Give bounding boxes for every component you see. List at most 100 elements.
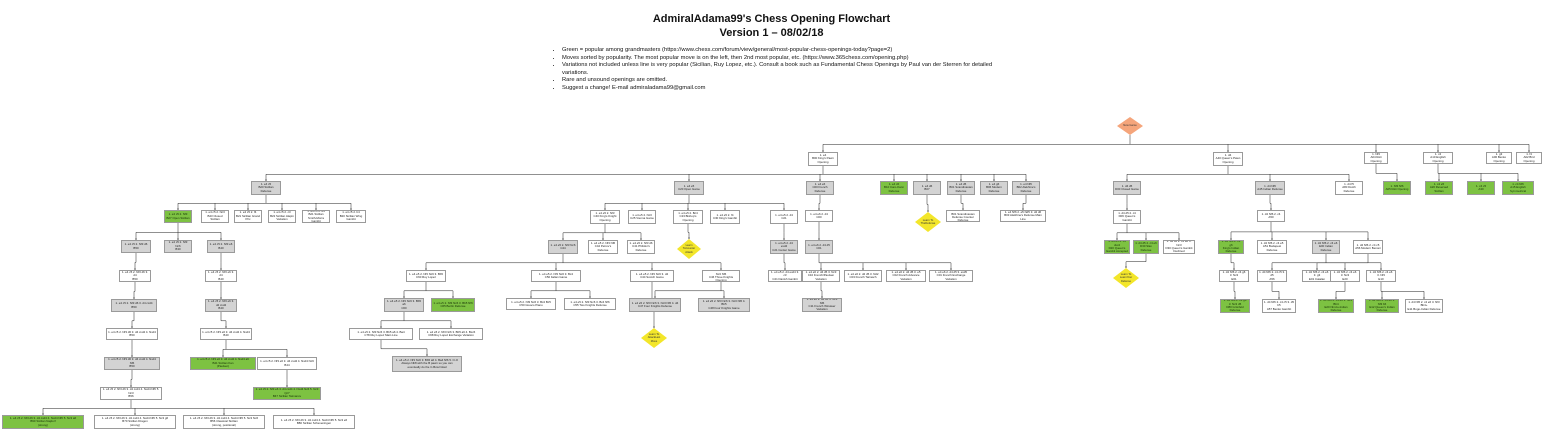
arrowhead	[450, 326, 452, 328]
node-moves: 1. d4 d5 2. c4 e6 3. Nc3	[1166, 240, 1192, 247]
node-moves: 1. e4 c5 2. Nf3 e6 3. d4 cxd4	[207, 299, 235, 307]
node-name: C65 Berlin Defense	[440, 304, 466, 308]
node-name: C41 Philidor's Defense	[632, 244, 650, 252]
arrowhead	[220, 238, 222, 240]
diamond-shape	[677, 239, 701, 259]
node-name: B50	[132, 276, 138, 281]
node-moves: 1. c4 c5	[1475, 183, 1487, 188]
opening-node: 1. e4 c5 2. Nf3 e6 3. d4 cxd4 4. Nxd4 Nc…	[253, 387, 321, 400]
node-moves: 1. e4 e5 2. Nf3 Nf6	[590, 240, 616, 245]
node-name: A20 Reversed Sicilian	[1429, 185, 1449, 193]
arrowhead	[1234, 297, 1236, 299]
arrowhead	[380, 326, 382, 328]
note-diamond: Learn To TheDefense	[915, 212, 941, 232]
note-item: Variations not included unless line is v…	[562, 62, 1017, 77]
node-name: E20 Nimzo-Indian Defense	[1324, 305, 1348, 313]
arrowhead	[1367, 238, 1369, 240]
node-moves: 1. e4 e6 2. d4 d5 3. Nc3	[805, 270, 837, 274]
arrowhead	[654, 296, 656, 298]
node-moves: 1. e4 d5	[955, 181, 967, 186]
arrowhead	[1348, 179, 1350, 181]
node-name: (Paulsen)	[216, 364, 230, 369]
note-item: Moves sorted by popularity. The most pop…	[562, 55, 1017, 63]
node-name: C46 Three Knights Opening	[708, 275, 734, 282]
node-name: C23 Bishop's Opening	[679, 214, 697, 222]
node-name: A80 Dutch Defense	[1342, 185, 1356, 193]
node-moves: 1. e4 c5 2. Nf3 d6 3. d4 cxd4 4. Nxd4 Nf…	[280, 417, 348, 422]
node-moves: 1. e4 e5 2. Nf3 Nc6 3. Bb5 a6 4. Bxc6	[426, 329, 476, 334]
arrowhead	[905, 268, 907, 270]
arrowhead	[220, 268, 222, 270]
arrowhead	[135, 238, 137, 240]
node-name: C47 Four Knights Defense	[637, 304, 673, 308]
node-name: C44 Scotch Game	[640, 275, 664, 279]
arrowhead	[1325, 238, 1327, 240]
node-moves: 1. e4 c5 2. Nf3 Nc6	[168, 240, 188, 248]
arrowhead	[821, 296, 823, 298]
node-moves: 1. d4 Nf6 2. c4 e6 3. Nf3 Bb4+	[1408, 299, 1440, 308]
node-moves: 1. e4 e5 2. Nf3 Nc6 3. Nc3 Nf6 4. d4	[631, 300, 679, 305]
arrowhead	[555, 268, 557, 270]
diamond-text: Learn To The	[920, 218, 934, 225]
arrowhead	[177, 238, 179, 240]
node-name: D20 Queen's Gambit Accepted	[1106, 246, 1129, 254]
node-name: E61	[1231, 276, 1237, 281]
node-moves: 1. e4	[819, 152, 827, 157]
opening-node: 1. e4 c5 2. Nf3 d6 3. d4 cxd4 4. Nxd4 Nf…	[273, 415, 355, 429]
arrowhead	[1270, 208, 1272, 210]
node-moves: 1. d4	[1224, 152, 1232, 157]
node-name: A10 English Opening	[1430, 155, 1446, 163]
node-name: A00 Benko Opening	[1491, 155, 1507, 163]
node-moves: 1. e4 c5 2. Nf3 e6 3. d4 cxd4 4. Nxd4	[202, 329, 250, 334]
arrowhead	[1227, 150, 1229, 152]
arrowhead	[723, 296, 725, 298]
node-moves: 1. e4 c5 2. Nf3 d6 3. d4 cxd4	[115, 301, 153, 306]
arrowhead	[862, 268, 864, 270]
node-name: C00 French Defense	[812, 185, 828, 193]
node-moves: 1. d4 Nf6 2. c4 c5 3. d5	[1259, 270, 1285, 278]
node-name: B01 Scandinavian Defense	[949, 185, 973, 193]
arrowhead	[822, 150, 824, 152]
arrowhead	[1269, 179, 1271, 181]
arrowhead	[893, 179, 895, 181]
arrowhead	[1271, 238, 1273, 240]
diamond-text: Your Defense	[1120, 276, 1133, 283]
node-moves: 1. d4 Nf6 2. c4 c5 3. d5 b5	[1264, 299, 1294, 308]
node-moves: 1. e4 c5 2. Nf3 e6 3. d4 cxd4 4. Nxd4 Nc…	[260, 359, 314, 364]
arrowhead	[687, 208, 689, 210]
node-moves: 1. e4 c5 2. Nf3 e6	[209, 242, 233, 247]
node-name: eventually do the C-Bowl Glad	[407, 364, 447, 369]
node-name: B70 Sicilian Dragon	[122, 419, 148, 424]
note-item: Green = popular among grandmasters (http…	[562, 47, 1017, 55]
arrowhead	[950, 268, 952, 270]
arrowhead	[1116, 238, 1118, 240]
node-moves: 1. e4 c6	[888, 181, 900, 186]
arrowhead	[220, 297, 222, 299]
node-moves: 1. c4	[1434, 152, 1442, 156]
node-name: B06 Modern Defense	[986, 185, 1002, 193]
arrowhead	[819, 179, 821, 181]
arrowhead	[281, 208, 283, 210]
node-moves: 1. e4 c5 2. d4	[307, 210, 325, 213]
arrowhead	[1437, 150, 1439, 152]
